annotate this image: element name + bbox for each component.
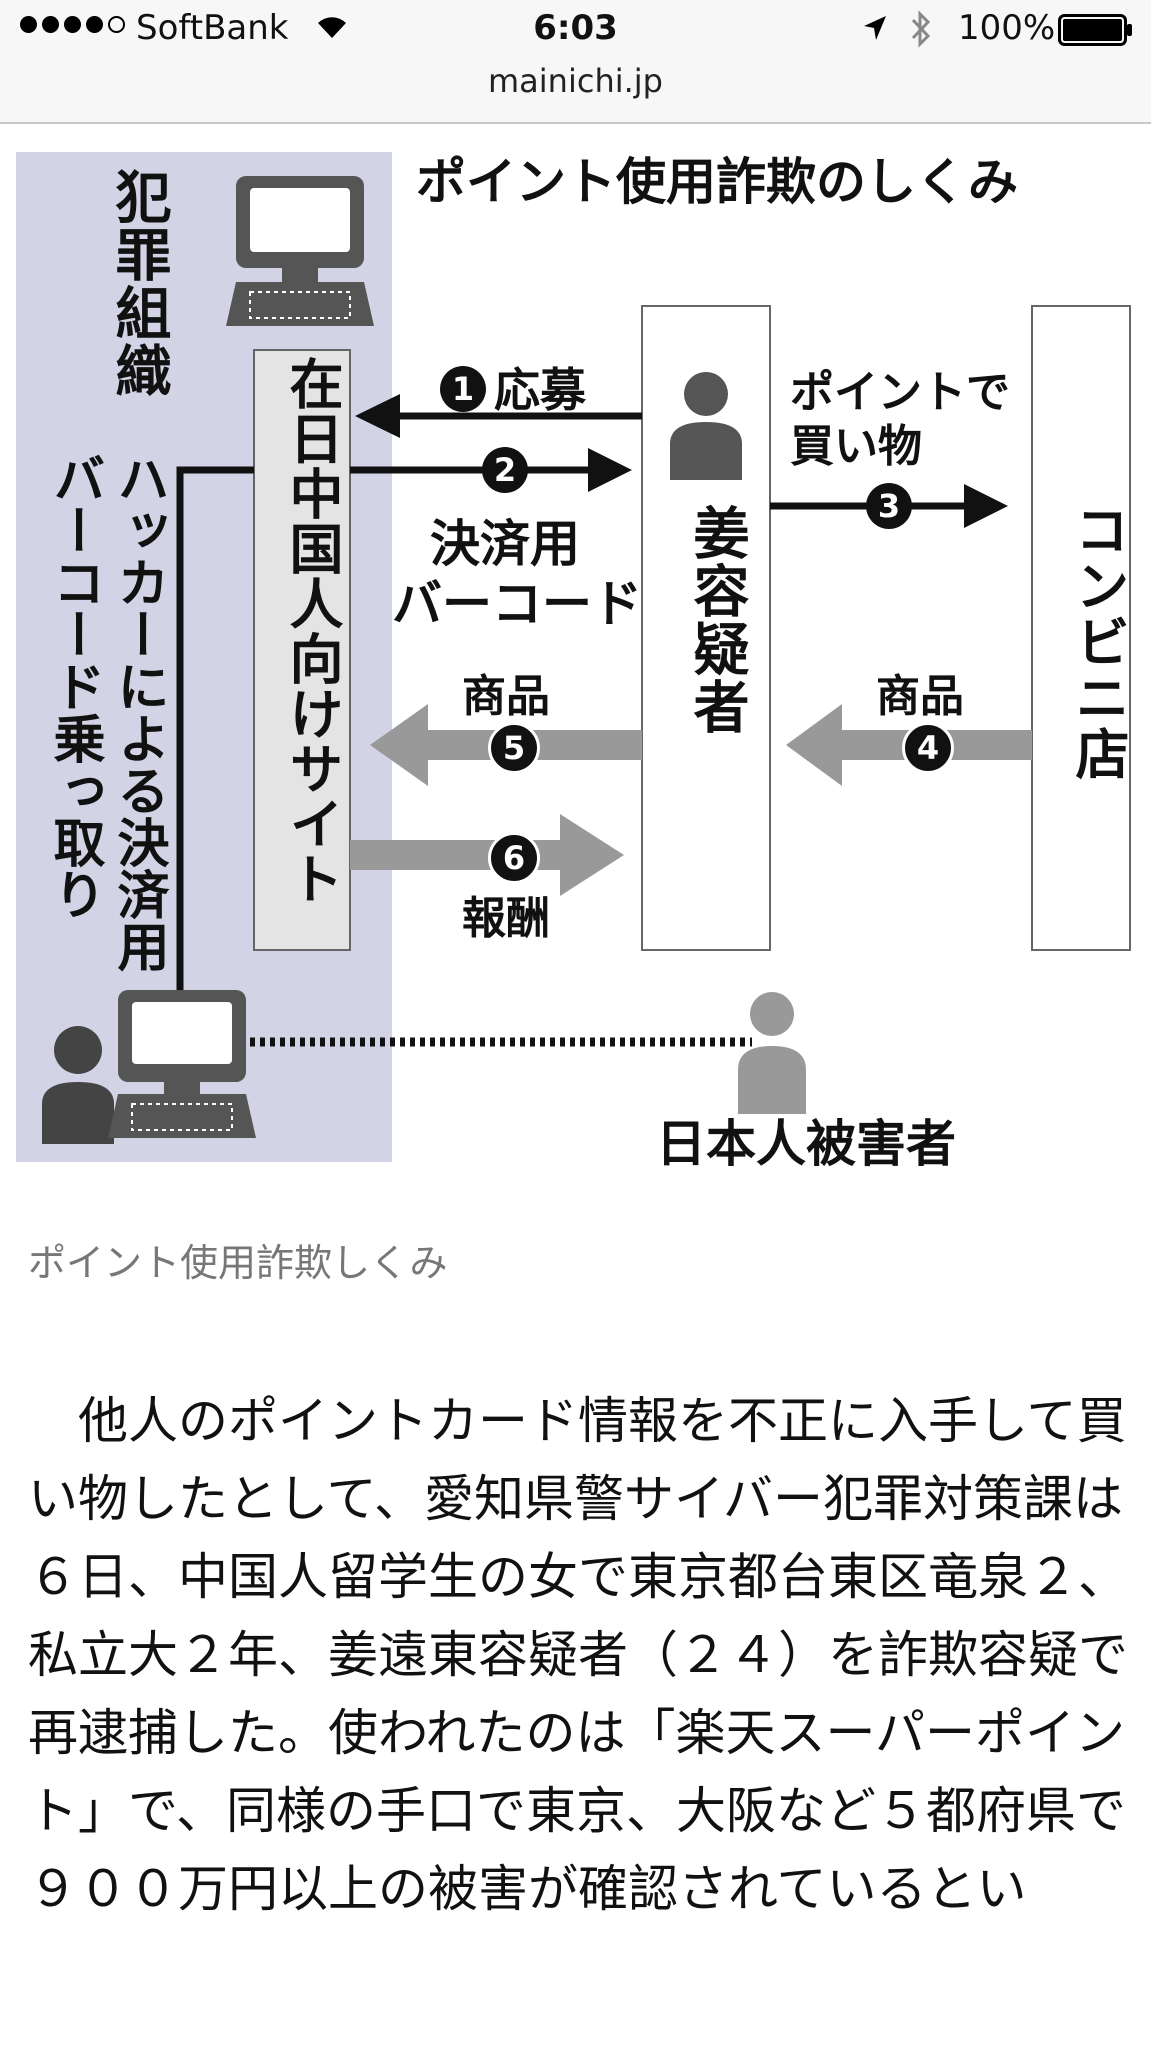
- step-1-number: 1: [440, 366, 486, 412]
- step-6-label: 報酬: [462, 893, 550, 944]
- computer-top-icon: [226, 176, 374, 326]
- step-6-number: 6: [488, 832, 540, 884]
- hacker-person-icon: [42, 1026, 114, 1144]
- step-4-number: 4: [902, 722, 954, 774]
- step-3-label-line2: 買い物: [790, 421, 922, 472]
- suspect-label: 姜容疑者: [684, 504, 749, 736]
- step-5-number: 5: [488, 722, 540, 774]
- battery-icon: [1058, 14, 1132, 46]
- carrier-name: SoftBank: [136, 8, 289, 48]
- signal-strength-icon: [20, 16, 125, 33]
- computer-hacker-icon: [108, 990, 256, 1138]
- step-4-label: 商品: [876, 671, 964, 722]
- hacker-label: ハッカーによる決済用バーコード乗っ取り: [44, 452, 168, 972]
- bluetooth-icon: [911, 10, 931, 48]
- figure-graphics: [16, 152, 1131, 1162]
- victim-label: 日本人被害者: [656, 1115, 956, 1173]
- step-2-label-line1: 決済用: [430, 515, 580, 573]
- location-arrow-icon: [864, 16, 886, 40]
- status-bar: SoftBank 6:03 100%: [0, 0, 1151, 64]
- store-box: [1031, 305, 1131, 951]
- step-2-label-line2: バーコード: [392, 575, 642, 633]
- figure-caption: ポイント使用詐欺しくみ: [28, 1241, 448, 1285]
- site-label: 在日中国人向けサイト: [280, 356, 343, 906]
- step-3-number: 3: [866, 483, 912, 529]
- article-body: 他人のポイントカード情報を不正に入手して買い物したとして、愛知県警サイバー犯罪対…: [28, 1382, 1128, 1928]
- store-label: コンビニ店: [1066, 502, 1129, 782]
- site-box: [253, 349, 351, 951]
- step-1-label: 応募: [494, 363, 586, 417]
- url-bar[interactable]: mainichi.jp: [488, 62, 663, 100]
- wifi-icon: [318, 17, 346, 38]
- crime-org-label: 犯罪組織: [106, 168, 171, 400]
- battery-percentage: 100%: [958, 8, 1056, 48]
- arrow-1: [355, 394, 642, 438]
- step-2-number: 2: [482, 447, 528, 493]
- step-5-label: 商品: [462, 671, 550, 722]
- victim-person-icon: [738, 992, 806, 1114]
- hacker-connection-line: [176, 466, 254, 994]
- status-time: 6:03: [533, 8, 618, 48]
- article-paragraph: 他人のポイントカード情報を不正に入手して買い物したとして、愛知県警サイバー犯罪対…: [28, 1392, 1128, 1918]
- step-3-label-line1: ポイントで: [790, 367, 1010, 418]
- arrow-2: [350, 448, 632, 492]
- figure-title: ポイント使用詐欺のしくみ: [416, 153, 1018, 211]
- fraud-scheme-figure: ポイント使用詐欺のしくみ 犯罪組織 在日中国人向けサイト 姜容疑者 コンビニ店 …: [0, 124, 1151, 1184]
- suspect-person-icon: [670, 372, 742, 480]
- browser-top-bar: SoftBank 6:03 100% mainichi.jp: [0, 0, 1151, 124]
